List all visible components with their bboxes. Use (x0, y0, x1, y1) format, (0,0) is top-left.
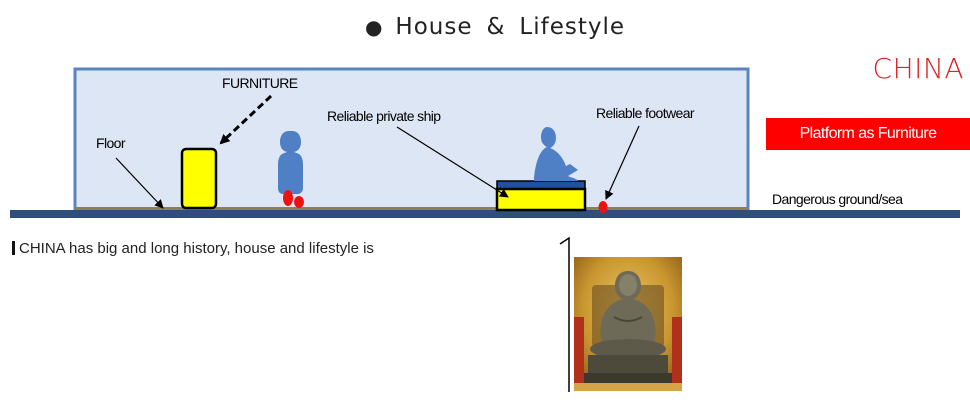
standing-person-icon (278, 131, 303, 194)
title-ampersand: & (486, 14, 506, 40)
footwear-label: Reliable footwear (596, 105, 695, 121)
floor-arrow (115, 157, 164, 209)
body-paragraph: CHINA has big and long history, house an… (12, 240, 374, 257)
furniture-label: FURNITURE (222, 75, 298, 91)
floor-label: Floor (96, 135, 126, 151)
seated-person-icon (534, 127, 578, 181)
footwear-right (294, 196, 304, 208)
country-label: CHINA (872, 52, 964, 85)
room-box (73, 67, 750, 216)
ship-arrow (396, 126, 509, 198)
ship-platform (495, 187, 587, 212)
furniture-block (180, 147, 218, 210)
title-word-lifestyle: Lifestyle (519, 14, 626, 40)
ship-label: Reliable private ship (327, 108, 441, 124)
ground-label: Dangerous ground/sea (772, 191, 903, 207)
page-title: ● House&Lifestyle (0, 14, 970, 40)
footwear-left (283, 190, 293, 206)
body-text: CHINA has big and long history, house an… (19, 240, 374, 257)
footwear-arrow (605, 125, 640, 200)
furniture-arrow (219, 94, 273, 145)
footwear-ground (598, 201, 608, 213)
photo-vertical-rule (559, 236, 570, 392)
floor-strip (75, 207, 748, 210)
statue-image (574, 257, 682, 391)
title-word-house: House (395, 14, 473, 40)
ground-line (10, 210, 960, 218)
title-bullet: ● (364, 15, 384, 39)
paragraph-marker (12, 241, 15, 255)
seated-statue-photo (574, 257, 682, 391)
platform-furniture-badge: Platform as Furniture (766, 118, 970, 150)
